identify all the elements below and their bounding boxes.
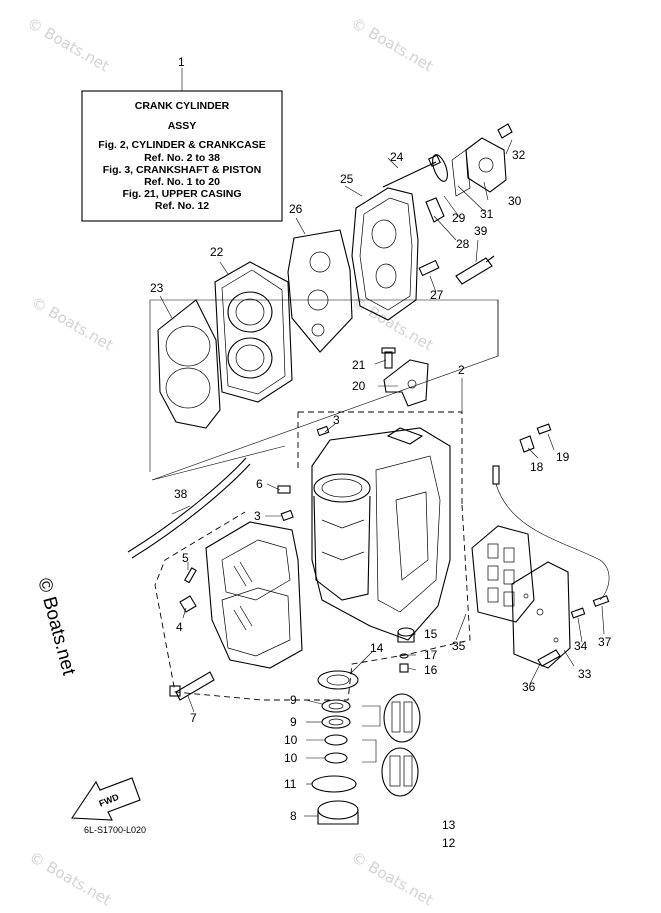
box-subtitle: ASSY <box>168 120 197 132</box>
thermostat <box>425 154 448 223</box>
callout-15: 15 <box>424 627 438 641</box>
spark-plug <box>455 255 495 285</box>
callout-16: 16 <box>424 663 438 677</box>
callout-1: 1 <box>178 55 185 69</box>
callouts: 1 2 3 3 4 5 6 7 8 9 9 10 10 11 12 13 14 … <box>150 55 612 850</box>
callout-39: 39 <box>474 224 488 238</box>
callout-3: 3 <box>333 413 340 427</box>
cylinder-block <box>311 427 451 641</box>
callout-14: 14 <box>370 641 384 655</box>
callout-24: 24 <box>390 150 404 164</box>
exhaust-cover <box>351 187 419 321</box>
callout-20: 20 <box>352 379 366 393</box>
lower-parts <box>317 627 415 690</box>
thermostat-cover <box>451 123 513 197</box>
callout-25: 25 <box>340 172 354 186</box>
callout-11: 11 <box>284 777 297 791</box>
cylinder-gasket <box>157 299 221 429</box>
callout-13: 13 <box>442 818 456 832</box>
small-parts <box>169 423 552 701</box>
callout-31: 31 <box>480 207 494 221</box>
diagram-code: 6L-S1700-L020 <box>84 825 146 835</box>
exhaust-gasket <box>287 229 353 353</box>
callout-21: 21 <box>352 358 366 372</box>
callout-23: 23 <box>150 281 164 295</box>
callout-36: 36 <box>522 680 536 694</box>
anode <box>418 259 440 277</box>
callout-27: 27 <box>430 288 444 302</box>
cover-plate <box>471 525 535 623</box>
callout-33: 33 <box>578 667 592 681</box>
watermark: © Boats.net <box>348 848 436 909</box>
callout-32: 32 <box>512 148 526 162</box>
wire <box>495 483 610 607</box>
box-title: CRANK CYLINDER <box>135 100 230 112</box>
callout-18: 18 <box>530 460 544 474</box>
watermark: © Boats.net <box>348 293 436 354</box>
callout-3: 3 <box>254 509 261 523</box>
assembly-info-box: CRANK CYLINDER ASSY Fig. 2, CYLINDER & C… <box>81 68 283 222</box>
bracket <box>381 347 429 407</box>
watermark: © Boats.net <box>26 848 114 909</box>
callout-12: 12 <box>442 836 456 850</box>
cover <box>511 561 586 669</box>
callout-38: 38 <box>174 487 188 501</box>
callout-37: 37 <box>598 635 612 649</box>
assembly-boundary <box>154 378 471 701</box>
callout-9: 9 <box>290 715 297 729</box>
callout-30: 30 <box>508 194 522 208</box>
callout-34: 34 <box>574 639 588 653</box>
box-line: Ref. No. 2 to 38 <box>144 152 220 164</box>
callout-8: 8 <box>290 809 297 823</box>
seals-bearings <box>311 699 359 825</box>
callout-6: 6 <box>256 477 263 491</box>
callout-29: 29 <box>452 211 466 225</box>
callout-5: 5 <box>182 551 189 565</box>
callout-10: 10 <box>284 733 298 747</box>
box-line: Fig. 2, CYLINDER & CRANKCASE <box>98 139 265 151</box>
hose <box>127 457 251 559</box>
callout-22: 22 <box>210 245 224 259</box>
cylinder-head <box>214 261 293 403</box>
callout-19: 19 <box>556 450 570 464</box>
fwd-label: FWD <box>97 792 120 809</box>
watermark: © Boats.net <box>348 14 436 75</box>
callout-35: 35 <box>452 639 466 653</box>
seal-detail <box>362 693 421 797</box>
explode-lines <box>149 299 499 481</box>
crankcase <box>205 521 303 669</box>
box-line: Fig. 21, UPPER CASING <box>122 188 241 200</box>
watermark: © Boats.net <box>24 14 112 75</box>
watermark: © Boats.net <box>28 293 116 354</box>
box-line: Ref. No. 12 <box>155 200 209 212</box>
callout-9: 9 <box>290 693 297 707</box>
box-line: Fig. 3, CRANKSHAFT & PISTON <box>103 164 261 176</box>
fwd-arrow: FWD <box>71 777 141 821</box>
callout-4: 4 <box>176 620 183 634</box>
copyright-text: © Boats.net <box>33 576 79 678</box>
callout-26: 26 <box>289 202 303 216</box>
box-line: Ref. No. 1 to 20 <box>144 176 220 188</box>
callout-10: 10 <box>284 751 298 765</box>
callout-17: 17 <box>424 648 438 662</box>
callout-28: 28 <box>456 237 470 251</box>
callout-7: 7 <box>190 711 197 725</box>
leader-lines <box>159 139 605 817</box>
callout-2: 2 <box>458 363 465 377</box>
